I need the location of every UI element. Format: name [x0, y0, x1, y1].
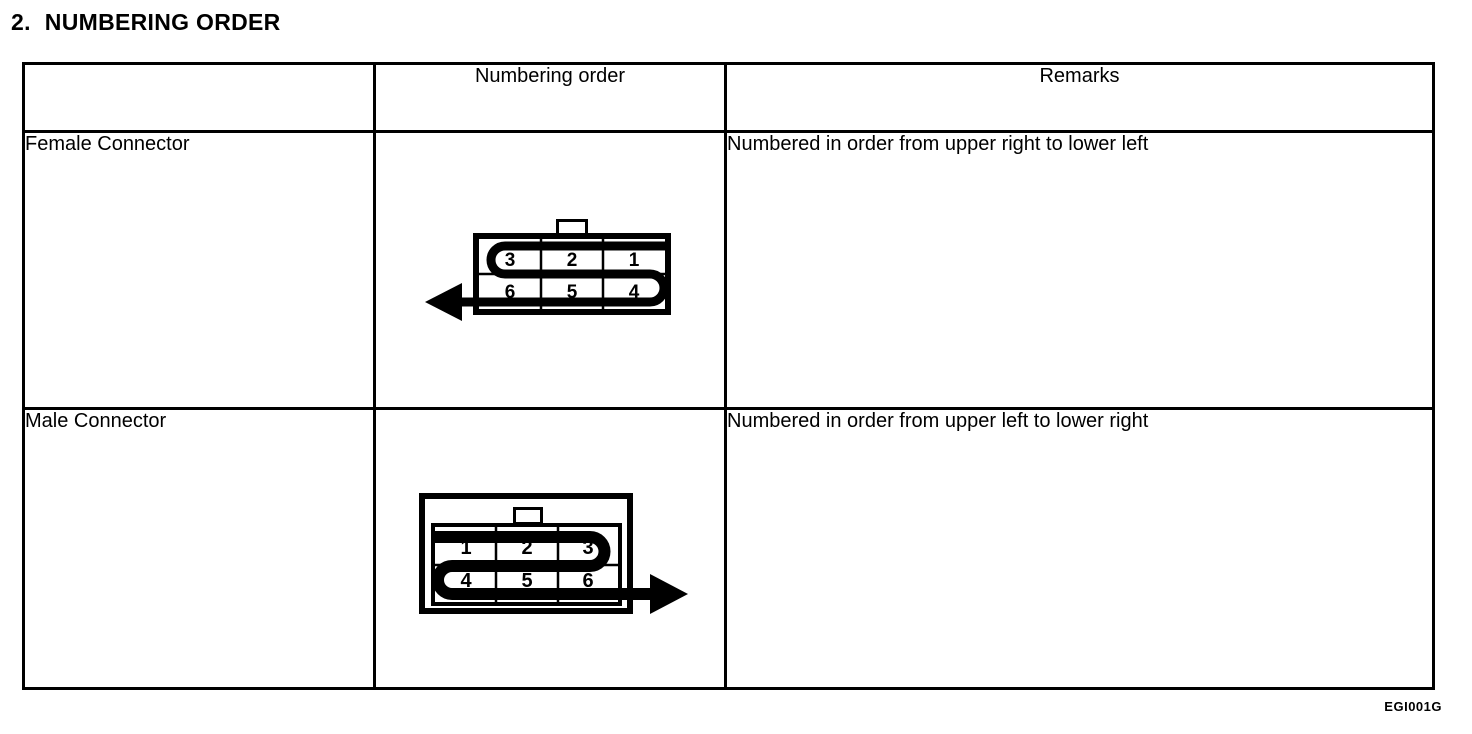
- pin-number: 1: [460, 537, 471, 559]
- pin-numbers: 1 2 3 4 5 6: [460, 537, 593, 592]
- table-header-row: Numbering order Remarks: [22, 62, 1435, 133]
- numbering-path: [432, 531, 652, 600]
- male-connector-label: Male Connector: [22, 407, 376, 690]
- pin-number: 6: [582, 570, 593, 592]
- pin-number: 3: [505, 250, 516, 271]
- male-connector-diagram: 1 2 3 4 5 6: [419, 493, 688, 614]
- header-cell-remarks: Remarks: [724, 62, 1435, 133]
- pin-number: 3: [582, 537, 593, 559]
- table-row-female: Female Connector Numbered in order from …: [22, 130, 1435, 410]
- header-cell-numbering-order: Numbering order: [373, 62, 727, 133]
- section-title: NUMBERING ORDER: [44, 9, 281, 35]
- pin-number: 6: [505, 282, 516, 303]
- female-connector-diagram: 3 2 1 6 5 4: [425, 219, 671, 321]
- female-connector-label: Female Connector: [22, 130, 376, 410]
- pin-number: 2: [521, 537, 532, 559]
- pin-number: 5: [521, 570, 532, 592]
- pin-numbers: 3 2 1 6 5 4: [505, 250, 640, 303]
- pin-number: 4: [629, 282, 640, 303]
- pin-number: 1: [629, 250, 640, 271]
- figure-code: EGI001G: [1384, 699, 1442, 714]
- male-remarks: Numbered in order from upper left to low…: [724, 407, 1435, 690]
- page-title: 2. NUMBERING ORDER: [11, 9, 281, 36]
- table-row-male: Male Connector Numbered in order from up…: [22, 407, 1435, 690]
- female-remarks: Numbered in order from upper right to lo…: [724, 130, 1435, 410]
- pin-number: 4: [460, 570, 472, 592]
- section-number: 2.: [11, 9, 31, 35]
- pin-number: 5: [567, 282, 578, 303]
- numbering-order-table: Numbering order Remarks Female Connector…: [22, 62, 1435, 690]
- pin-number: 2: [567, 250, 578, 271]
- header-cell-blank: [22, 62, 376, 133]
- left-arrow-icon: [425, 283, 462, 321]
- right-arrow-icon: [650, 574, 688, 614]
- connector-tab: [513, 507, 543, 525]
- numbering-path: [460, 241, 669, 307]
